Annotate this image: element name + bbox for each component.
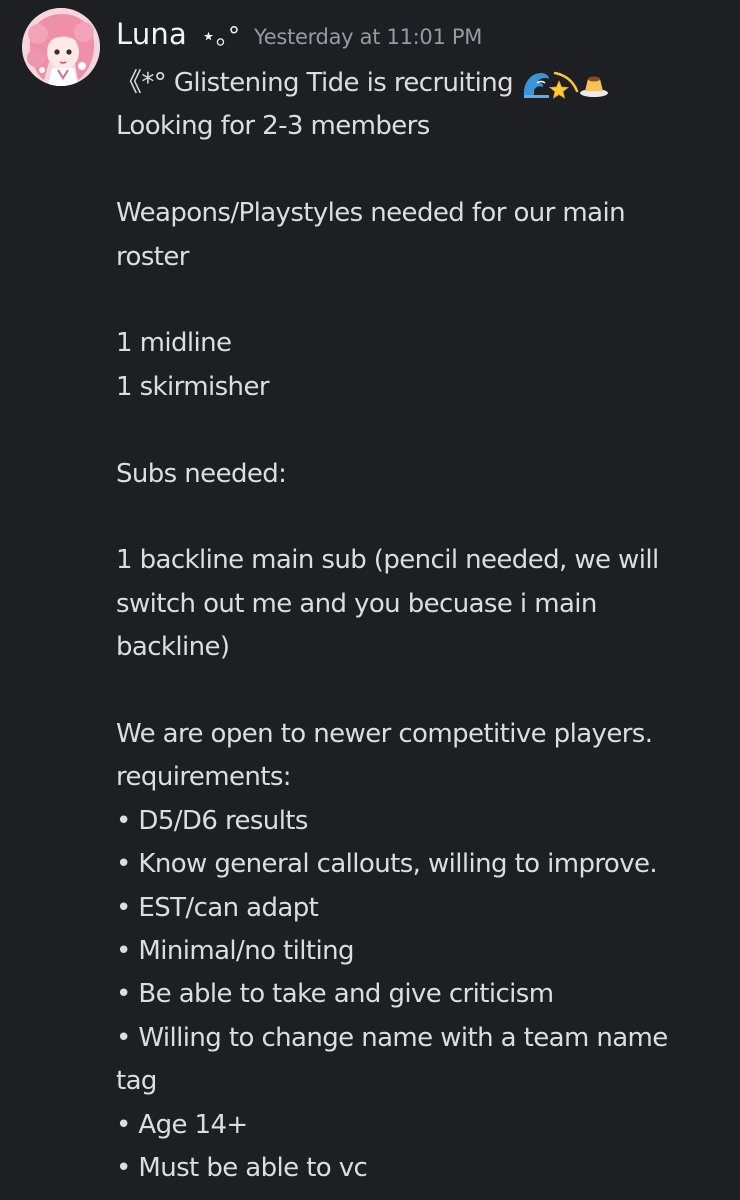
message-content: 《*° Glistening Tide is recruiting: [116, 62, 716, 1190]
message-title-text: 《*° Glistening Tide is recruiting: [116, 68, 514, 98]
message-line: [116, 279, 716, 322]
list-item: • D5/D6 results: [116, 805, 308, 836]
message-line: switch out me and you becuase i main: [116, 588, 597, 619]
flan-pudding-icon: [579, 69, 609, 99]
message-line: 1 midline: [116, 328, 232, 359]
message-line: roster: [116, 241, 189, 272]
message-line: Subs needed:: [116, 458, 287, 489]
list-item: • Minimal/no tilting: [116, 936, 355, 967]
message-line: backline): [116, 632, 230, 663]
avatar[interactable]: [22, 8, 100, 86]
message-line: [116, 149, 716, 192]
message-line: 1 skirmisher: [116, 371, 270, 402]
message-line: We are open to newer competitive players…: [116, 719, 653, 750]
message-line: [116, 670, 716, 713]
list-item: • Willing to change name with a team nam…: [116, 1022, 668, 1053]
timestamp[interactable]: Yesterday at 11:01 PM: [254, 25, 483, 49]
message-header: Luna ⋆｡° Yesterday at 11:01 PM: [116, 16, 482, 60]
list-item: • Be able to take and give criticism: [116, 979, 554, 1010]
wave-emoji-icon: [521, 69, 551, 99]
list-item: tag: [116, 1066, 157, 1097]
anime-girl-pink-hair-avatar-icon: [22, 8, 100, 86]
list-item: • Know general callouts, willing to impr…: [116, 849, 658, 880]
username-decoration: ⋆｡°: [200, 22, 241, 50]
shooting-star-icon: [549, 69, 579, 99]
list-item: • Must be able to vc: [116, 1153, 368, 1184]
message-line: requirements:: [116, 762, 292, 793]
list-item: • Age 14+: [116, 1109, 248, 1140]
message-title-line: 《*° Glistening Tide is recruiting: [116, 62, 716, 105]
message-line: Weapons/Playstyles needed for our main: [116, 198, 626, 229]
message-line: [116, 409, 716, 452]
list-item: • EST/can adapt: [116, 892, 319, 923]
message-line: Looking for 2-3 members: [116, 111, 430, 142]
message-line: [116, 496, 716, 539]
message-line: 1 backline main sub (pencil needed, we w…: [116, 545, 659, 576]
username[interactable]: Luna: [116, 17, 187, 51]
